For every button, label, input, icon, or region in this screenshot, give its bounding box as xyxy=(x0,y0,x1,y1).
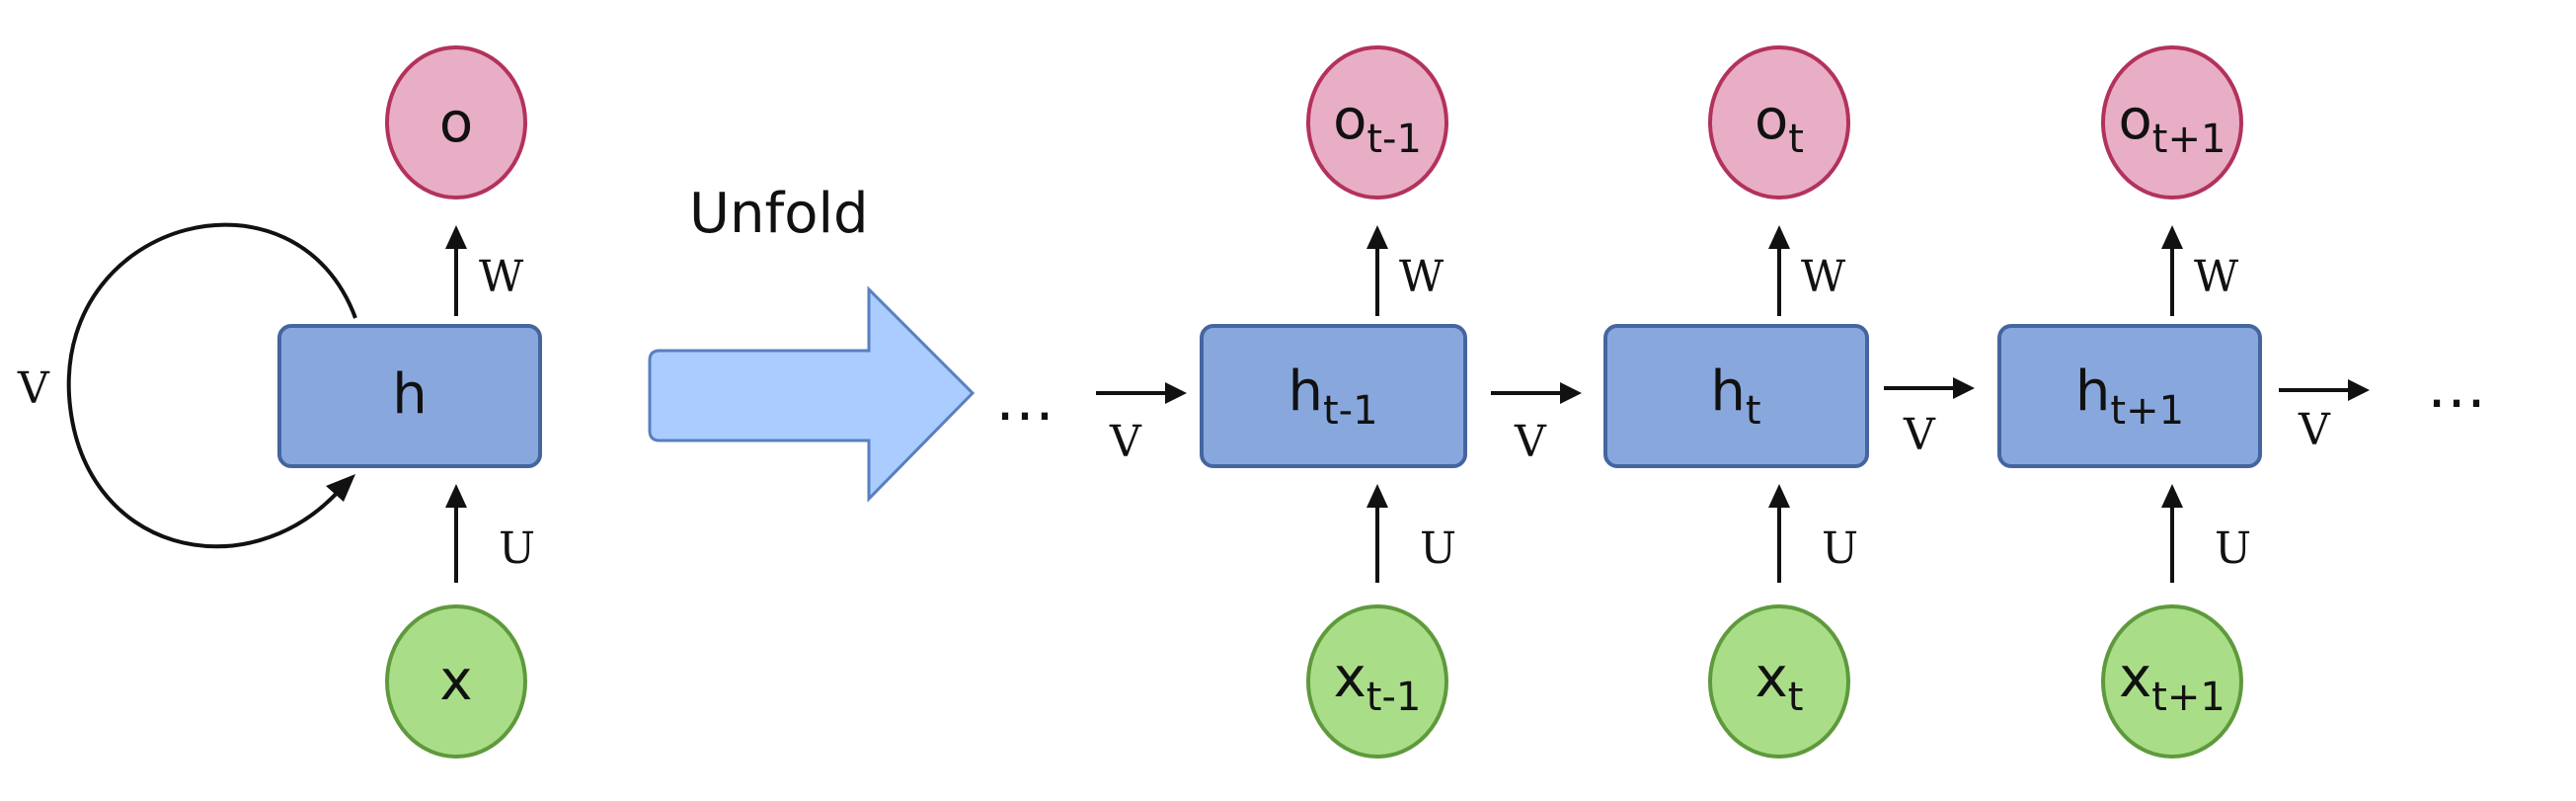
folded-w-arrowhead xyxy=(445,225,467,249)
ellipsis-left: … xyxy=(995,365,1060,435)
u-arrowhead-t xyxy=(1768,484,1790,508)
input-label-t-minus-1: xt-1 xyxy=(1334,646,1422,720)
output-node-t xyxy=(1708,45,1850,200)
v-label-2: V xyxy=(1514,417,1547,467)
recurrent-loop xyxy=(66,222,357,549)
ellipsis-right: … xyxy=(2427,353,2492,422)
folded-u-label: U xyxy=(499,523,535,574)
folded-w-label: W xyxy=(479,252,524,302)
v-label-4: V xyxy=(2298,405,2331,455)
unfold-arrow-group: Unfold xyxy=(648,182,976,503)
step-t-plus-1: ot+1 W ht+1 U xt+1 xyxy=(1997,45,2262,759)
recurrent-loop-arrowhead xyxy=(326,474,355,502)
output-label-t-minus-1: ot-1 xyxy=(1333,88,1422,162)
folded-u-arrowhead xyxy=(445,484,467,508)
w-label-t-plus-1: W xyxy=(2194,252,2239,302)
folded-hidden-node xyxy=(277,324,542,468)
hidden-node-t xyxy=(1603,324,1869,468)
u-label-t: U xyxy=(1822,523,1858,574)
u-arrowhead-t-plus-1 xyxy=(2161,484,2183,508)
v-transition-3: V xyxy=(1884,377,1975,460)
folded-output-label: o xyxy=(439,91,473,155)
step-t-minus-1: ot-1 W ht-1 U xt-1 xyxy=(1200,45,1467,759)
folded-rnn: V o W h U x xyxy=(17,45,542,759)
unfold-arrow xyxy=(648,285,976,503)
output-node-t-plus-1 xyxy=(2101,45,2243,200)
v-transition-2-arrowhead xyxy=(1560,382,1582,404)
input-label-t: xt xyxy=(1756,646,1804,720)
output-label-t: ot xyxy=(1755,88,1804,162)
w-label-t: W xyxy=(1801,252,1846,302)
step-t: ot W ht U xt xyxy=(1603,45,1869,759)
input-node-t-minus-1 xyxy=(1306,604,1448,759)
w-arrowhead-t xyxy=(1768,225,1790,249)
v-transition-4: V xyxy=(2279,379,2370,455)
w-arrowhead-t-minus-1 xyxy=(1366,225,1388,249)
folded-input-label: x xyxy=(439,649,472,713)
u-label-t-plus-1: U xyxy=(2215,523,2251,574)
hidden-node-t-minus-1 xyxy=(1200,324,1467,468)
folded-output-node xyxy=(385,45,527,200)
u-label-t-minus-1: U xyxy=(1420,523,1456,574)
w-arrowhead-t-plus-1 xyxy=(2161,225,2183,249)
v-transition-2: V xyxy=(1491,382,1582,467)
v-transition-1-arrowhead xyxy=(1165,382,1187,404)
input-label-t-plus-1: xt+1 xyxy=(2119,646,2225,720)
input-node-t xyxy=(1708,604,1850,759)
v-transition-4-arrowhead xyxy=(2348,379,2370,401)
unfold-label: Unfold xyxy=(689,182,869,246)
hidden-label-t: ht xyxy=(1710,360,1760,434)
unfolded-rnn: … … V V V V ot-1 W xyxy=(995,45,2492,759)
output-label-t-plus-1: ot+1 xyxy=(2119,88,2226,162)
output-node-t-minus-1 xyxy=(1306,45,1448,200)
folded-v-label: V xyxy=(17,363,50,414)
w-label-t-minus-1: W xyxy=(1399,252,1444,302)
v-label-1: V xyxy=(1109,417,1142,467)
v-transition-1: V xyxy=(1096,382,1187,467)
v-transition-3-arrowhead xyxy=(1953,377,1975,399)
hidden-node-t-plus-1 xyxy=(1997,324,2262,468)
folded-hidden-label: h xyxy=(392,362,428,427)
input-node-t-plus-1 xyxy=(2101,604,2243,759)
v-label-3: V xyxy=(1903,410,1936,460)
hidden-label-t-minus-1: ht-1 xyxy=(1288,360,1377,434)
u-arrowhead-t-minus-1 xyxy=(1366,484,1388,508)
folded-input-node xyxy=(385,604,527,759)
hidden-label-t-plus-1: ht+1 xyxy=(2075,360,2184,434)
